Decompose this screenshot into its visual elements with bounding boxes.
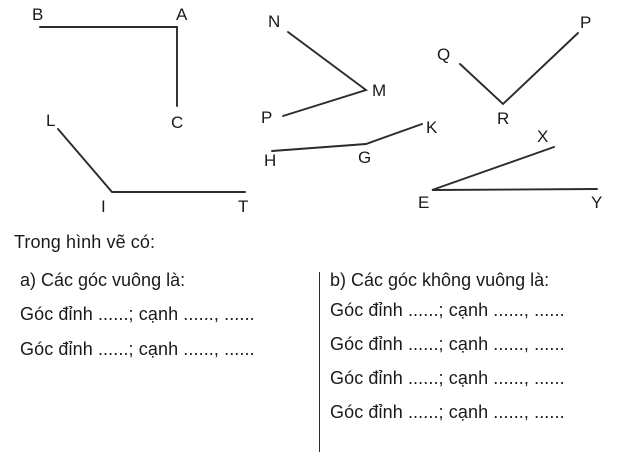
point-label-K: K xyxy=(426,118,438,137)
point-label-T: T xyxy=(238,197,248,216)
answer-blank-line[interactable]: Góc đỉnh ......; cạnh ......, ...... xyxy=(20,339,255,359)
figure-angle-QRP: Q R P xyxy=(437,13,591,128)
point-label-M: M xyxy=(372,81,386,100)
angle-NMP-path xyxy=(282,31,369,117)
point-label-H: H xyxy=(264,151,276,170)
angle-HGK-path xyxy=(271,123,423,152)
worksheet-text-area: Trong hình vẽ có: a) Các góc vuông là: G… xyxy=(0,225,619,458)
point-label-C: C xyxy=(171,113,183,132)
column-a: a) Các góc vuông là: Góc đỉnh ......; cạ… xyxy=(20,270,310,374)
angle-QRP-path xyxy=(459,32,579,106)
point-label-P-upper: P xyxy=(580,13,591,32)
figures-svg: B A C L I T N M P H G K Q R xyxy=(32,5,602,216)
angle-LIT-path xyxy=(57,128,246,193)
point-label-P-lower: P xyxy=(261,108,272,127)
point-label-L: L xyxy=(46,111,55,130)
point-label-R: R xyxy=(497,109,509,128)
column-b: b) Các góc không vuông là: Góc đỉnh ....… xyxy=(330,270,615,436)
column-a-heading: a) Các góc vuông là: xyxy=(20,270,186,290)
figure-angle-BAC: B A C xyxy=(32,5,188,132)
point-label-Y: Y xyxy=(591,193,602,212)
answer-blank-line[interactable]: Góc đỉnh ......; cạnh ......, ...... xyxy=(330,368,565,388)
answer-blank-line[interactable]: Góc đỉnh ......; cạnh ......, ...... xyxy=(20,304,255,324)
column-b-heading: b) Các góc không vuông là: xyxy=(330,270,550,290)
point-label-Q: Q xyxy=(437,45,450,64)
point-label-N: N xyxy=(268,12,280,31)
point-label-G: G xyxy=(358,148,371,167)
column-divider xyxy=(319,272,320,452)
point-label-X: X xyxy=(537,127,548,146)
worksheet-intro: Trong hình vẽ có: xyxy=(14,232,156,252)
figure-angle-HGK: H G K xyxy=(264,118,438,170)
answer-blank-line[interactable]: Góc đỉnh ......; cạnh ......, ...... xyxy=(330,300,565,320)
angle-XEY-path xyxy=(431,146,598,191)
figure-angle-XEY: X E Y xyxy=(418,127,602,212)
point-label-I: I xyxy=(101,197,106,216)
point-label-A: A xyxy=(176,5,188,24)
point-label-B: B xyxy=(32,5,43,24)
figure-angle-NMP: N M P xyxy=(261,12,386,127)
point-label-E: E xyxy=(418,193,429,212)
answer-blank-line[interactable]: Góc đỉnh ......; cạnh ......, ...... xyxy=(330,334,565,354)
geometry-figures-area: B A C L I T N M P H G K Q R xyxy=(0,0,619,225)
figure-angle-LIT: L I T xyxy=(46,111,248,216)
answer-blank-line[interactable]: Góc đỉnh ......; cạnh ......, ...... xyxy=(330,402,565,422)
angle-BAC-path xyxy=(39,26,178,107)
